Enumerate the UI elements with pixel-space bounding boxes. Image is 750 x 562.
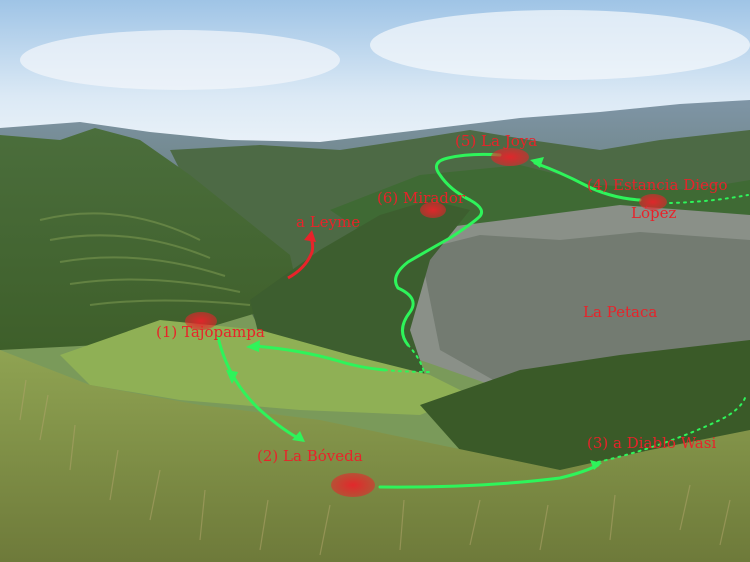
route-segment bbox=[378, 463, 600, 489]
marker-mirador[interactable] bbox=[420, 202, 446, 218]
marker-tajopampa[interactable] bbox=[185, 312, 217, 330]
label-la-boveda: (2) La Bóveda bbox=[257, 447, 363, 465]
cloud bbox=[20, 30, 340, 90]
leyme-arrow-head bbox=[304, 230, 316, 242]
forest bbox=[420, 340, 750, 480]
marker-la-boveda[interactable] bbox=[331, 473, 375, 497]
label-lopez: López bbox=[631, 204, 677, 222]
label-diablo-wasi: (3) a Diablo Wasi bbox=[587, 434, 717, 452]
route bbox=[216, 152, 642, 489]
grass-strokes bbox=[19, 379, 731, 556]
arrow-head bbox=[530, 157, 544, 168]
route-segment bbox=[533, 161, 642, 202]
route-arrows bbox=[226, 157, 602, 470]
label-a-leyme: a Leyme bbox=[296, 213, 361, 231]
terraces bbox=[39, 212, 251, 306]
meadow bbox=[60, 320, 470, 415]
label-tajopampa: (1) Tajopampa bbox=[156, 323, 265, 341]
marker-estancia[interactable] bbox=[639, 194, 667, 210]
route-dotted bbox=[384, 194, 749, 463]
label-estancia-diego: (4) Estancia Diego bbox=[587, 176, 728, 194]
arrow-head bbox=[590, 460, 602, 470]
cloud bbox=[370, 10, 750, 80]
route-segment bbox=[216, 335, 304, 442]
foreground-slope bbox=[0, 350, 750, 562]
label-la-petaca: La Petaca bbox=[583, 303, 658, 321]
label-mirador: (6) Mirador bbox=[377, 189, 466, 207]
arrow-head bbox=[292, 431, 305, 442]
route-segment bbox=[253, 344, 387, 372]
arrow-head bbox=[226, 370, 238, 384]
marker-la-joya[interactable] bbox=[491, 148, 529, 166]
route-segment bbox=[394, 152, 502, 347]
arrow-head bbox=[246, 340, 260, 352]
label-la-joya: (5) La Joya bbox=[455, 132, 538, 150]
